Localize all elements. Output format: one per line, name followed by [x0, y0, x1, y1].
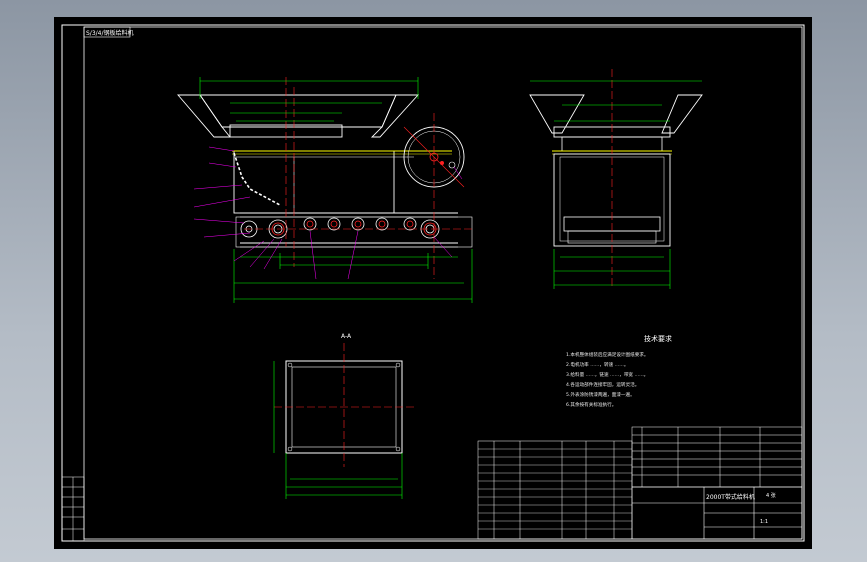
inner-frame — [83, 26, 803, 540]
technical-notes: 技术要求 1.本机整体组装后应满足设计图纸要求。 2.电机功率 ……，转速 ……… — [566, 334, 672, 408]
title-block — [631, 486, 803, 540]
note-line: 2.电机功率 ……，转速 ……。 — [566, 361, 628, 368]
revision-strip — [61, 476, 85, 542]
note-line: 3.给料量 ……，链速 ……，带宽 ……。 — [566, 371, 648, 378]
note-line: 5.外表涂防锈漆两遍，面漆一遍。 — [566, 391, 635, 398]
note-line: 6.其余按有关标准执行。 — [566, 401, 616, 408]
parts-list-upper — [631, 426, 803, 488]
parts-list-rows — [478, 448, 632, 530]
note-line: 4.各运动部件连接牢固，运转灵活。 — [566, 381, 639, 388]
side-view — [529, 69, 703, 289]
front-view — [177, 77, 474, 303]
drawing-stamp: S/3/4/钢板给料机 — [86, 29, 134, 37]
cad-drawing-canvas: S/3/4/钢板给料机 — [54, 17, 812, 549]
note-line: 1.本机整体组装后应满足设计图纸要求。 — [566, 351, 648, 358]
drawing-svg: S/3/4/钢板给料机 — [61, 24, 805, 542]
view-label: A-A — [341, 333, 352, 340]
stamp-box — [83, 26, 131, 38]
title-block-name: 2000T带式给料机 — [706, 493, 755, 501]
parts-list — [477, 440, 633, 540]
outer-frame — [61, 24, 805, 542]
plan-view: A-A — [273, 333, 414, 499]
notes-title: 技术要求 — [644, 334, 672, 343]
title-block-scale: 1:1 — [760, 519, 768, 525]
title-block-sheet: 4 张 — [766, 492, 776, 499]
